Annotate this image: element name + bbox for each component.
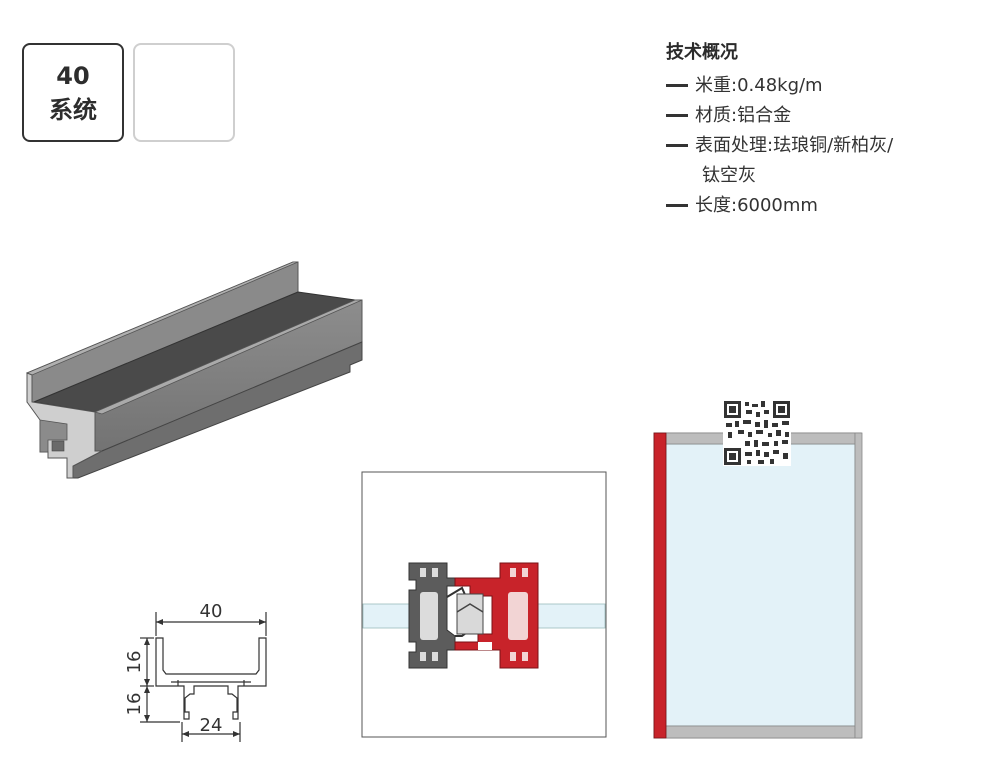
spec-item-length: 长度:6000mm [666, 191, 986, 221]
dim-top-width: 40 [200, 601, 223, 622]
empty-badge [133, 43, 235, 142]
spec-item-material: 材质:铝合金 [666, 101, 986, 131]
dash-icon [666, 144, 688, 147]
dim-upper-height: 16 [124, 651, 145, 674]
system-label: 系统 [49, 95, 97, 124]
spec-item-text: 表面处理:珐琅铜/新柏灰/ [695, 135, 894, 156]
system-number: 40 [56, 61, 90, 90]
spec-item-text: 材质:铝合金 [695, 105, 792, 126]
system-badge: 40 系统 [22, 43, 124, 142]
dim-lower-height: 16 [124, 693, 145, 716]
spec-item-finish: 表面处理:珐琅铜/新柏灰/ [666, 131, 986, 161]
spec-item-text: 米重:0.48kg/m [695, 75, 823, 96]
dash-icon [666, 204, 688, 207]
spec-item-text: 长度:6000mm [695, 195, 818, 216]
dash-icon [666, 84, 688, 87]
spec-item-finish-continued: 钛空灰 [702, 165, 756, 186]
dim-bottom-width: 24 [200, 715, 223, 736]
dash-icon [666, 114, 688, 117]
spec-title: 技术概况 [666, 42, 738, 63]
spec-panel: 技术概况 米重:0.48kg/m 材质:铝合金 表面处理:珐琅铜/新柏灰/ 钛空… [666, 38, 986, 221]
qr-code-icon [723, 400, 791, 466]
spec-item-weight: 米重:0.48kg/m [666, 71, 986, 101]
